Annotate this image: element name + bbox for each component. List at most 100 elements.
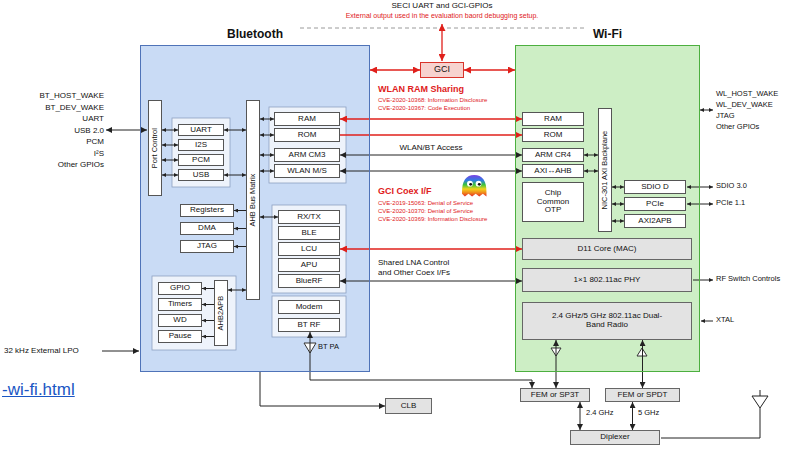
connector (202, 320, 214, 321)
bus-bar: Port Control (148, 100, 162, 196)
connector (612, 187, 624, 188)
connector (260, 155, 274, 156)
block-label: AHB Bus Matrix (249, 174, 257, 227)
group-panel (272, 296, 346, 337)
block-label: Chip Common OTP (533, 189, 573, 215)
block-label: PCIe (646, 200, 664, 209)
block-label: CLB (401, 402, 417, 411)
block-label: Modem (296, 303, 323, 312)
cve-note: CVE-2019-15063: Denial of Service (378, 199, 473, 207)
connector (162, 160, 178, 161)
connector-label: WLAN/BT Access (399, 143, 464, 152)
block-label: ROM (298, 131, 317, 140)
signal-label: Other GPIOs (58, 160, 104, 169)
connector (464, 69, 515, 70)
group-panel (152, 276, 236, 350)
block-label: RAM (298, 115, 316, 124)
block-box: Diplexer (570, 430, 660, 445)
block-label: GCI (434, 65, 450, 75)
block-box: I2S (178, 139, 224, 151)
block-box: Registers (180, 204, 234, 217)
block-box: GCI (420, 62, 464, 78)
block-label: Pause (169, 332, 192, 341)
connector (162, 130, 178, 131)
section-title: Wi-Fi (516, 28, 699, 41)
block-box: ARM CR4 (522, 148, 584, 162)
connector (556, 340, 557, 388)
block-label: 2.4 GHz/5 GHz 802.11ac Dual-Band Radio (550, 312, 665, 330)
connector (642, 340, 643, 388)
connector (340, 171, 522, 172)
connector (340, 248, 522, 249)
block-box: APU (278, 258, 340, 272)
block-box: BlueRF (278, 274, 340, 288)
signal-label: SECI UART and GCI-GPIOs (391, 1, 492, 10)
connector (224, 175, 246, 176)
group-panel (172, 118, 230, 187)
block-label: NIC-301 AXI Backplane (601, 131, 609, 210)
xtal-wire (701, 321, 713, 322)
block-label: RAM (544, 115, 562, 124)
block-box: UART (178, 124, 224, 136)
block-label: BT RF (298, 321, 321, 330)
block-box: BT RF (278, 318, 340, 332)
block-label: Diplexer (600, 433, 629, 442)
connector (260, 119, 274, 120)
block-label: Registers (190, 206, 224, 215)
block-label: I2S (195, 141, 207, 150)
block-label: FEM or SPDT (618, 391, 668, 400)
antenna-feed (661, 408, 760, 438)
block-box: DMA (180, 222, 234, 235)
block-label: Timers (168, 300, 192, 309)
connector (228, 290, 246, 291)
block-box: LCU (278, 242, 340, 256)
block-box: D11 Core (MAC) (522, 238, 692, 260)
rf-switch-wire (693, 280, 713, 281)
signal-label: Shared LNA Control and Other Coex I/Fs (378, 258, 458, 277)
block-box: WLAN M/S (274, 164, 340, 178)
signal-label: JTAG (716, 112, 735, 121)
block-label: SDIO D (641, 183, 669, 192)
block-label: ARM CR4 (535, 151, 571, 160)
block-label: PCM (192, 156, 210, 165)
connector (234, 246, 246, 247)
block-label: Port Control (151, 128, 159, 168)
connector (202, 288, 214, 289)
connector (584, 155, 598, 156)
block-box: BLE (278, 226, 340, 240)
group-panel (272, 205, 346, 293)
signal-label: BT PA (318, 343, 339, 352)
signal-label: WL_DEV_WAKE (716, 101, 773, 110)
connector (202, 336, 214, 337)
connector (260, 135, 274, 136)
chip-section: BluetoothPort ControlUARTI2SPCMUSBAHB Bu… (140, 45, 370, 372)
block-box: SDIO D (624, 180, 686, 194)
connector (260, 171, 274, 172)
block-label: BlueRF (296, 277, 323, 286)
block-box: 2.4 GHz/5 GHz 802.11ac Dual-Band Radio (522, 302, 692, 340)
connector (340, 155, 522, 156)
seci-wire (441, 24, 442, 61)
signal-label: UART (82, 114, 104, 123)
lpo-wire (102, 351, 139, 352)
connector (340, 134, 522, 135)
connector (260, 372, 385, 406)
connector (612, 221, 624, 222)
sdio-wire (687, 187, 713, 188)
signal-label: XTAL (716, 316, 734, 325)
block-box: ARM CM3 (274, 148, 340, 162)
group-panel (269, 107, 346, 183)
block-label: DMA (198, 224, 216, 233)
signal-label: WL_HOST_WAKE (716, 90, 778, 99)
antenna-symbol (752, 390, 768, 408)
block-box: WD (158, 314, 202, 327)
block-label: D11 Core (MAC) (578, 245, 637, 254)
signal-label: 32 kHz External LPO (4, 346, 79, 355)
block-box: RAM (522, 112, 584, 126)
block-box: JTAG (180, 240, 234, 253)
signal-label: SDIO 3.0 (716, 182, 747, 191)
block-label: AXI2APB (638, 217, 671, 226)
block-box: ROM (522, 128, 584, 142)
signal-label: PCM (86, 137, 104, 146)
block-box: Timers (158, 298, 202, 311)
